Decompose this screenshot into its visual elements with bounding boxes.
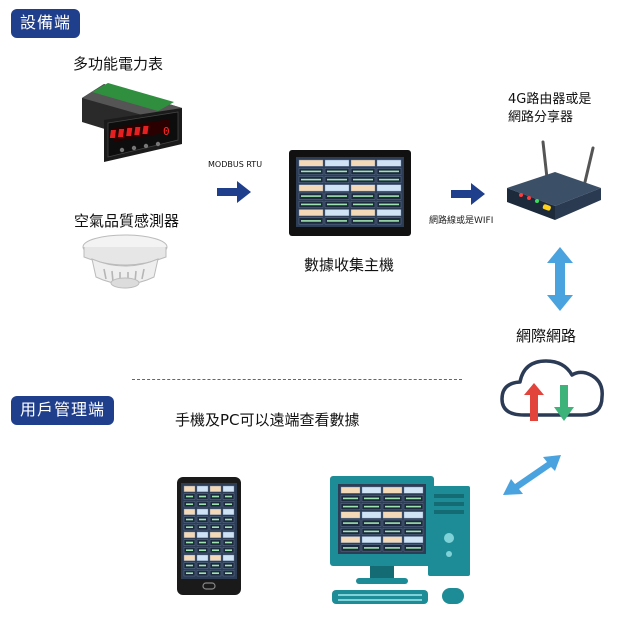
section-divider: [132, 379, 462, 380]
pc-image: [330, 476, 470, 604]
power-meter-image: 0: [82, 83, 182, 162]
router-image: [507, 140, 601, 220]
router-label-line2: 網路分享器: [508, 110, 574, 125]
modbus-label: MODBUS RTU: [208, 160, 263, 169]
user-caption: 手機及PC可以遠端查看數據: [175, 411, 360, 429]
user-side-badge: 用戶管理端: [11, 396, 115, 425]
power-meter-label: 多功能電力表: [73, 55, 164, 73]
network-line-label: 網路線或是WIFI: [429, 216, 494, 226]
meter-digit: 0: [163, 125, 170, 138]
pc-link-arrow: [503, 455, 561, 495]
air-sensor-image: [82, 234, 168, 289]
cloud-icon: [500, 359, 604, 421]
internet-link-arrow: [547, 247, 573, 311]
router-label-line1: 4G路由器或是: [508, 92, 592, 107]
internet-label: 網際網路: [516, 327, 577, 345]
host-label: 數據收集主機: [304, 256, 395, 274]
device-side-badge: 設備端: [11, 9, 81, 38]
air-sensor-label: 空氣品質感測器: [74, 212, 180, 230]
arrow-to-router: [451, 183, 485, 205]
phone-image: [177, 477, 241, 595]
arrow-to-host: [217, 181, 251, 203]
host-panel-image: [289, 150, 411, 236]
